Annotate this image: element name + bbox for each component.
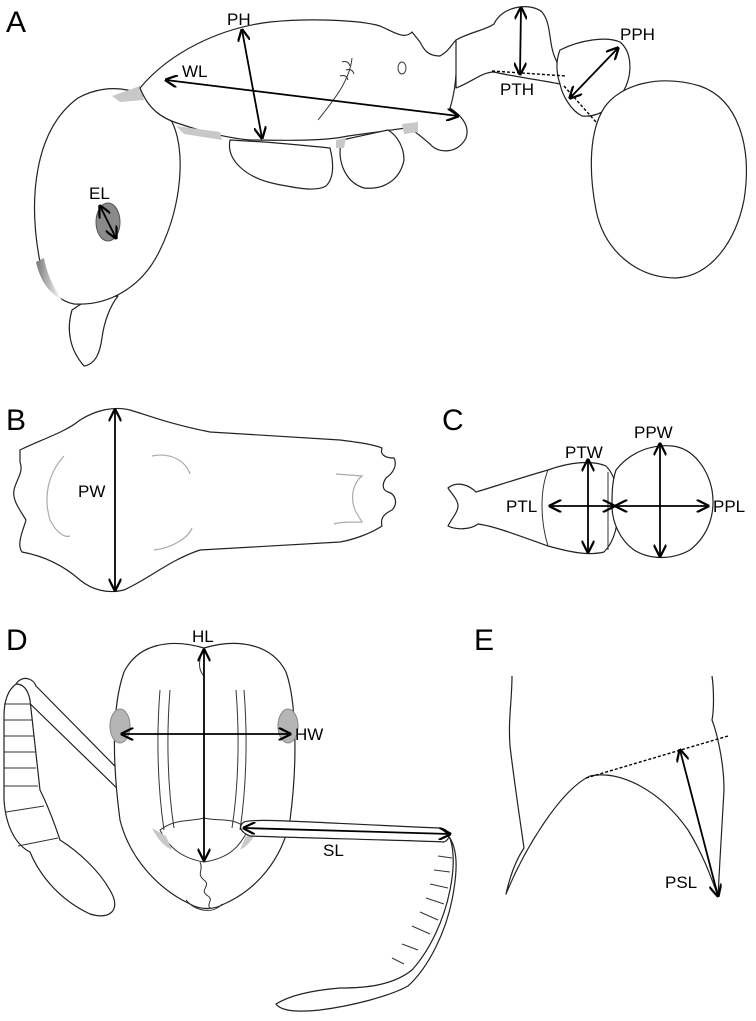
antennal-socket-shade-left xyxy=(152,828,172,850)
metapleuron-shade xyxy=(402,122,418,134)
head-lateral xyxy=(33,88,181,305)
frontal-carina-right-inner xyxy=(239,689,247,831)
panel-d: D HL HW SL xyxy=(3,624,457,1012)
label-ppw: PPW xyxy=(634,423,673,442)
label-ptl: PTL xyxy=(506,497,537,516)
panel-b: B PW xyxy=(6,404,397,593)
label-ptw: PTW xyxy=(565,443,603,462)
panel-letter-d: D xyxy=(6,624,28,657)
panel-e: E PSL xyxy=(474,624,729,897)
antenna-left-funiculus xyxy=(3,683,116,917)
label-psl: PSL xyxy=(665,873,697,892)
frontal-carina-right xyxy=(231,689,239,829)
mandible-lateral xyxy=(68,295,119,367)
propodeal-spine-mark xyxy=(333,473,364,525)
pth-arrow xyxy=(520,8,521,74)
label-el: EL xyxy=(89,184,110,203)
suture-mark-lower xyxy=(153,527,193,551)
panel-letter-c: C xyxy=(442,404,464,437)
pronotal-humeral-mark-left xyxy=(46,455,71,537)
gaster-lateral xyxy=(590,80,747,279)
label-hw: HW xyxy=(295,725,323,744)
suture-mark-upper xyxy=(151,454,191,475)
coxa-gap-shade xyxy=(336,138,346,148)
fore-coxa xyxy=(228,139,334,190)
label-sl: SL xyxy=(323,841,344,860)
neck-shade xyxy=(112,86,144,102)
el-arrow xyxy=(100,206,116,238)
wl-arrow xyxy=(166,80,458,116)
label-ppl: PPL xyxy=(713,497,745,516)
panel-a: A PH WL PTH PPH xyxy=(6,6,747,367)
pth-baseline xyxy=(491,70,567,77)
antenna-right-segments xyxy=(391,855,453,965)
frontal-carina-left xyxy=(157,689,165,831)
antenna-right-funiculus xyxy=(275,827,457,1012)
eye-left-frontal xyxy=(109,708,131,744)
label-pph: PPH xyxy=(620,25,655,44)
pph-arrow xyxy=(570,48,618,98)
sl-arrow xyxy=(244,828,450,834)
label-wl: WL xyxy=(182,62,208,81)
psl-arrow xyxy=(680,750,718,896)
mandible-tip xyxy=(185,899,223,911)
label-pw: PW xyxy=(78,482,105,501)
propodeum-profile xyxy=(505,675,725,897)
petiole-lateral xyxy=(455,6,567,89)
pph-baseline xyxy=(563,85,597,123)
mandible-midline xyxy=(199,861,211,909)
frontal-carina-left-inner xyxy=(167,689,175,829)
antenna-left-segments xyxy=(4,703,59,847)
postpetiole-dorsal xyxy=(611,445,714,559)
panel-letter-e: E xyxy=(474,624,494,657)
panel-letter-a: A xyxy=(6,6,26,39)
pronotum-shade xyxy=(176,126,222,140)
spiracle xyxy=(397,61,407,75)
panel-c: C PTW PPW PTL PPL xyxy=(442,404,745,559)
panel-letter-b: B xyxy=(6,404,26,437)
clypeus-shade xyxy=(36,258,62,300)
petiole-dorsal xyxy=(447,461,619,555)
label-pth: PTH xyxy=(500,80,534,99)
petiole-node-edge-left xyxy=(541,469,549,547)
mesosoma-dorsal xyxy=(13,407,397,593)
psl-baseline xyxy=(585,735,729,779)
mid-coxa xyxy=(339,129,405,189)
label-ph: PH xyxy=(227,10,251,29)
label-hl: HL xyxy=(192,627,214,646)
